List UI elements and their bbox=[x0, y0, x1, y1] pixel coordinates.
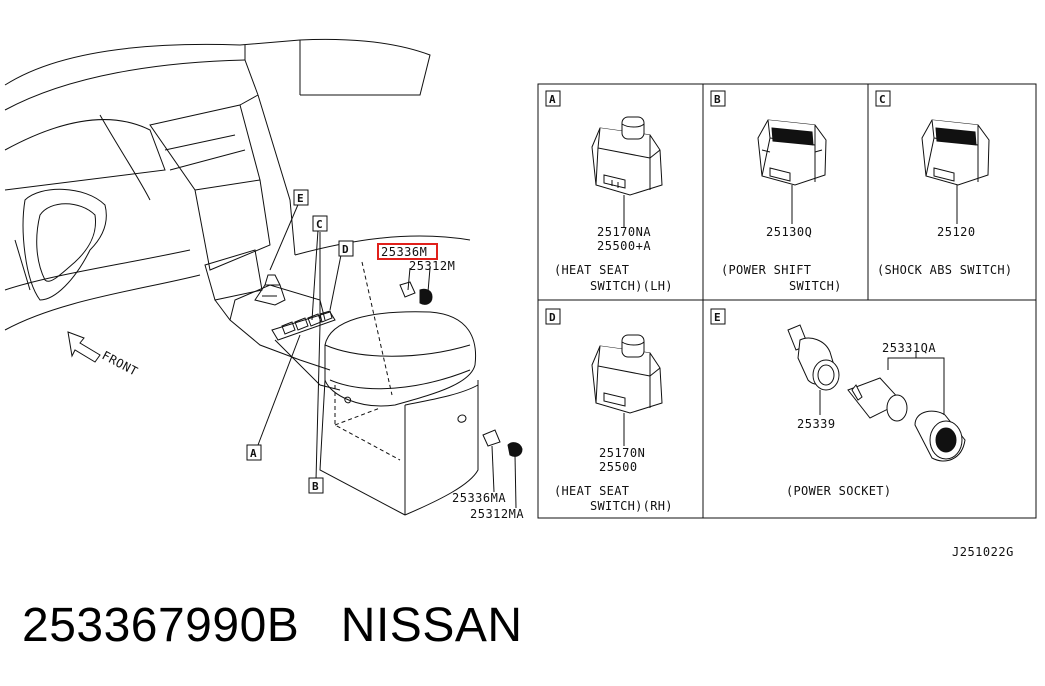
console-illustration bbox=[4, 38, 523, 516]
callout-b: B bbox=[308, 477, 324, 494]
svg-text:SWITCH)(LH): SWITCH)(LH) bbox=[590, 279, 673, 293]
callout-a: A bbox=[246, 444, 262, 461]
svg-text:A: A bbox=[549, 93, 556, 106]
svg-text:D: D bbox=[342, 243, 349, 256]
footer-brand: NISSAN bbox=[340, 599, 523, 652]
panel-a: A 25170NA 25500+A (HEAT SEAT SWITCH)(LH) bbox=[545, 90, 673, 293]
heat-seat-switch-lh-icon bbox=[591, 116, 663, 228]
power-socket-icon bbox=[787, 324, 966, 462]
svg-text:(HEAT SEAT: (HEAT SEAT bbox=[554, 263, 629, 277]
panel-e: E 25331QA 25339 (POWER SOCKET) bbox=[710, 308, 966, 498]
panel-b: B 25130Q (POWER SHIFT SWITCH) bbox=[710, 90, 842, 293]
svg-text:25339: 25339 bbox=[797, 417, 836, 431]
svg-text:(SHOCK ABS SWITCH): (SHOCK ABS SWITCH) bbox=[877, 263, 1012, 277]
svg-text:D: D bbox=[549, 311, 556, 324]
svg-text:B: B bbox=[714, 93, 721, 106]
highlighted-part-number: 25336M bbox=[381, 245, 427, 259]
callout-c: C bbox=[312, 215, 328, 232]
power-shift-switch-icon bbox=[757, 119, 827, 224]
svg-text:(POWER SOCKET): (POWER SOCKET) bbox=[786, 484, 891, 498]
part-number-25312m: 25312M bbox=[409, 259, 455, 273]
footer-part-number: 253367990B bbox=[22, 599, 300, 652]
svg-text:SWITCH): SWITCH) bbox=[789, 279, 842, 293]
panel-d: D 25170N 25500 (HEAT SEAT SWITCH)(RH) bbox=[545, 308, 673, 513]
panel-grid bbox=[537, 83, 1037, 519]
svg-text:25500: 25500 bbox=[599, 460, 638, 474]
shock-abs-switch-icon bbox=[921, 119, 990, 224]
svg-text:25170NA: 25170NA bbox=[597, 225, 651, 239]
svg-text:25130Q: 25130Q bbox=[766, 225, 812, 239]
svg-text:25120: 25120 bbox=[937, 225, 976, 239]
svg-text:25500+A: 25500+A bbox=[597, 239, 651, 253]
svg-text:C: C bbox=[879, 93, 886, 106]
part-number-25312ma: 25312MA bbox=[470, 507, 524, 521]
diagram-code: J251022G bbox=[952, 545, 1014, 559]
highlight-box bbox=[377, 243, 438, 260]
callout-e: E bbox=[293, 189, 309, 206]
part-number-25336ma: 25336MA bbox=[452, 491, 506, 505]
svg-text:C: C bbox=[316, 218, 323, 231]
svg-text:(POWER SHIFT: (POWER SHIFT bbox=[721, 263, 811, 277]
footer-caption: 253367990B NISSAN bbox=[22, 598, 523, 653]
svg-text:(HEAT SEAT: (HEAT SEAT bbox=[554, 484, 629, 498]
svg-text:25331QA: 25331QA bbox=[882, 341, 936, 355]
svg-text:25170N: 25170N bbox=[599, 446, 645, 460]
svg-text:E: E bbox=[714, 311, 721, 324]
callout-d: D bbox=[338, 240, 354, 257]
panel-c: C 25120 (SHOCK ABS SWITCH) bbox=[875, 90, 1012, 277]
svg-text:SWITCH)(RH): SWITCH)(RH) bbox=[590, 499, 673, 513]
svg-text:A: A bbox=[250, 447, 257, 460]
svg-text:B: B bbox=[312, 480, 319, 493]
svg-text:E: E bbox=[297, 192, 304, 205]
heat-seat-switch-rh-icon bbox=[591, 334, 663, 446]
front-label: FRONT bbox=[100, 348, 141, 378]
